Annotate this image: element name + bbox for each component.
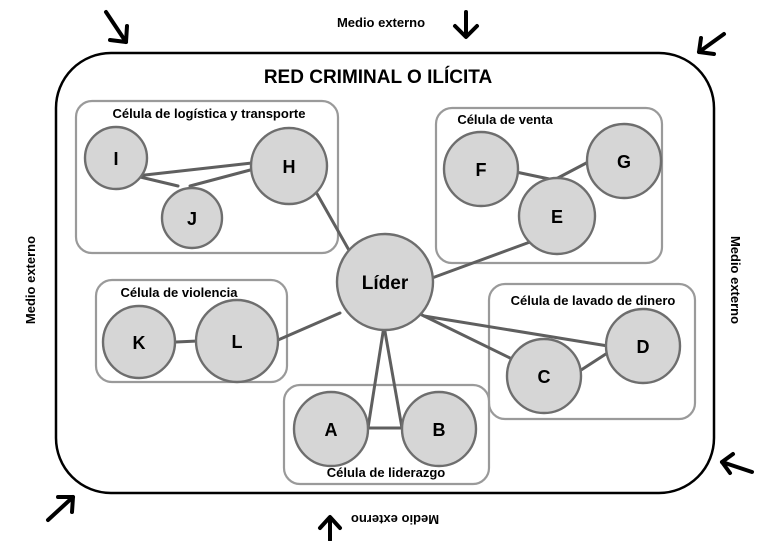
node-g (585, 122, 663, 200)
node-e-label: E (551, 207, 563, 227)
cell-label-lavado: Célula de lavado de dinero (511, 293, 676, 308)
cell-label-liderazgo: Célula de liderazgo (327, 465, 446, 480)
node-j (160, 186, 224, 250)
node-g-label: G (617, 152, 631, 172)
node-a (292, 390, 370, 468)
edge-i-h (134, 161, 254, 178)
arrow-icon-top-left (104, 10, 129, 44)
cell-label-venta: Célula de venta (457, 112, 553, 127)
network-edges (134, 158, 614, 430)
env-label-right: Medio externo (728, 236, 743, 324)
node-c (505, 337, 583, 415)
edge-lider-d (422, 314, 610, 348)
node-lider-label: Líder (362, 273, 409, 294)
node-d (604, 307, 682, 385)
edge-j-h (188, 167, 256, 188)
node-a-label: A (325, 420, 338, 440)
arrow-icon-top (453, 10, 479, 39)
node-k-label: K (133, 333, 146, 353)
node-j-label: J (187, 209, 197, 229)
node-f (442, 130, 520, 208)
node-d-label: D (637, 337, 650, 357)
node-c-label: C (538, 367, 551, 387)
node-h-label: H (283, 157, 296, 177)
node-f-label: F (476, 160, 487, 180)
node-i (83, 125, 149, 191)
node-e (517, 176, 597, 256)
env-label-top: Medio externo (337, 15, 425, 30)
edge-h-lider (314, 190, 352, 254)
node-h (249, 126, 329, 206)
edge-lider-c (418, 312, 512, 360)
node-i-label: I (113, 149, 118, 169)
node-l-label: L (232, 332, 243, 352)
arrow-icon-right (720, 452, 754, 475)
cell-label-violencia: Célula de violencia (120, 285, 238, 300)
edge-lider-b (382, 324, 404, 430)
arrow-icon-bottom-left (46, 495, 75, 522)
node-lider (335, 232, 435, 332)
edge-e-g (552, 158, 594, 182)
edge-k-l (174, 339, 200, 344)
cell-label-logistica: Célula de logística y transporte (113, 106, 306, 121)
edge-i-j (134, 174, 180, 188)
env-label-bottom: Medio externo (351, 512, 439, 527)
node-l (194, 298, 280, 384)
edge-lider-a (366, 324, 386, 430)
arrow-icon-bottom (318, 515, 342, 541)
arrow-icon-top-right (697, 32, 726, 56)
edge-e-lider (430, 240, 532, 280)
node-b-label: B (433, 420, 446, 440)
node-k (101, 304, 177, 380)
env-label-left: Medio externo (23, 236, 38, 324)
edge-l-lider (276, 311, 342, 342)
diagram-title: RED CRIMINAL O ILÍCITA (264, 66, 493, 88)
node-b (400, 390, 478, 468)
